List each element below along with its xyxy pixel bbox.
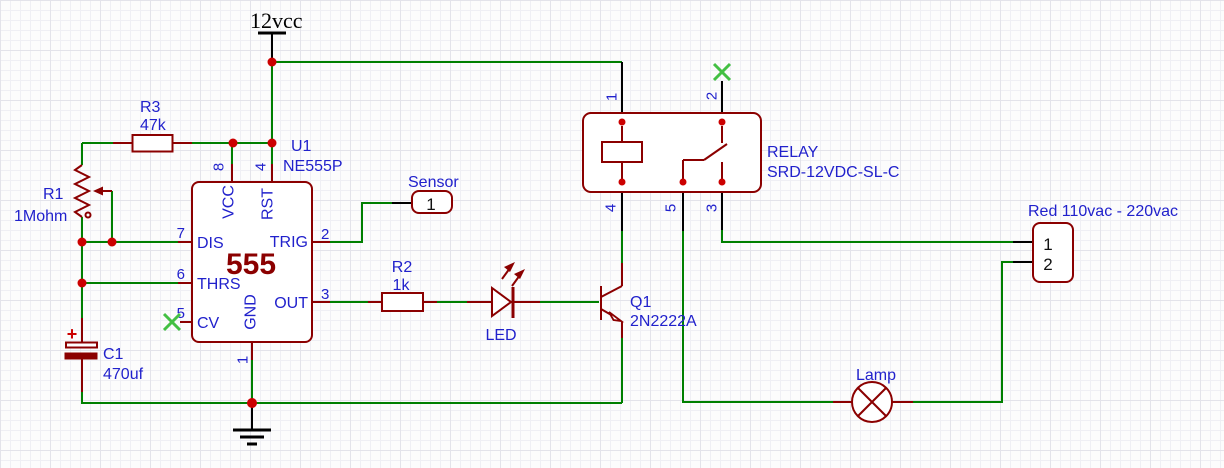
junction-dot (267, 138, 277, 148)
r3-refdes[interactable]: R3 (140, 99, 161, 116)
relay-pin-number-3: 3 (704, 204, 721, 212)
relay-pin-number-5: 5 (663, 204, 680, 212)
u1-die-label: 555 (226, 248, 276, 281)
junction-dot (107, 237, 117, 247)
sensor-pin-number-1: 1 (426, 195, 435, 214)
u1-pin-name-vcc: VCC (221, 185, 238, 219)
resistor-r2[interactable]: R2 1k (368, 259, 437, 312)
junction-dot (247, 398, 257, 408)
relay-pin-number-4: 4 (603, 204, 620, 212)
ground-symbol[interactable] (233, 403, 271, 446)
junction-dot (267, 57, 277, 67)
u1-pin-name-thrs: THRS (197, 276, 241, 293)
wire[interactable] (330, 202, 392, 243)
net-label-12vcc[interactable]: 12vcc (250, 8, 303, 33)
c1-refdes[interactable]: C1 (103, 346, 124, 363)
wire[interactable] (893, 261, 1013, 403)
junction-dot (77, 237, 87, 247)
r2-value[interactable]: 1k (393, 277, 411, 294)
u1-pin-number-1: 1 (235, 356, 252, 364)
r1-refdes[interactable]: R1 (43, 186, 64, 203)
no-connect-x-cv (162, 312, 182, 332)
wire[interactable] (721, 230, 1013, 243)
ac-connector-label[interactable]: Red 110vac - 220vac (1028, 203, 1178, 220)
capacitor-c1[interactable]: + C1 470uf (64, 318, 144, 392)
q1-refdes[interactable]: Q1 (630, 294, 651, 311)
r1-value[interactable]: 1Mohm (14, 208, 67, 225)
relay-pin-number-1: 1 (604, 93, 621, 101)
r3-value[interactable]: 47k (140, 117, 167, 134)
u1-pin-name-dis: DIS (197, 235, 224, 252)
connector-ac-output[interactable]: 1 2 Red 110vac - 220vac (1013, 203, 1178, 283)
u1-pin-name-cv: CV (197, 315, 220, 332)
u1-pin-name-gnd: GND (243, 294, 260, 330)
relay-refdes[interactable]: RELAY (767, 144, 819, 161)
ic-u1-ne555p[interactable]: VCC RST GND DIS TRIG THRS OUT CV 555 8 4… (177, 138, 343, 364)
u1-pin-number-6: 6 (177, 266, 185, 283)
wire[interactable] (682, 231, 833, 403)
u1-pin-number-4: 4 (253, 163, 270, 171)
relay-srd-12vdc[interactable]: 1 2 4 5 3 RELAY SRD-12VDC-SL-C (582, 62, 899, 231)
relay-part-number[interactable]: SRD-12VDC-SL-C (767, 164, 899, 181)
led-diode[interactable]: LED (467, 262, 540, 344)
u1-pin-number-3: 3 (321, 286, 329, 303)
junction-dots (77, 57, 277, 408)
u1-pin-number-8: 8 (211, 163, 228, 171)
connector-sensor[interactable]: 1 Sensor (392, 174, 459, 214)
lamp-symbol[interactable]: Lamp (833, 367, 913, 423)
sensor-label[interactable]: Sensor (408, 174, 459, 191)
resistor-r3[interactable]: R3 47k (113, 99, 192, 153)
c1-polarity-plus: + (67, 324, 78, 344)
u1-pin-number-7: 7 (177, 225, 185, 242)
u1-pin-name-trig: TRIG (270, 234, 308, 251)
u1-refdes[interactable]: U1 (291, 138, 312, 155)
u1-part-number[interactable]: NE555P (283, 158, 343, 175)
potentiometer-r1[interactable]: R1 1Mohm (14, 164, 112, 225)
power-flag-12vcc[interactable]: 12vcc (250, 8, 303, 58)
wire[interactable] (81, 392, 622, 404)
u1-pin-number-2: 2 (321, 226, 329, 243)
u1-pin-name-rst: RST (260, 188, 277, 220)
relay-pin-number-2: 2 (704, 92, 721, 100)
transistor-q1[interactable]: Q1 2N2222A (600, 263, 697, 338)
q1-part-number[interactable]: 2N2222A (630, 313, 697, 330)
led-label[interactable]: LED (485, 327, 516, 344)
lamp-label[interactable]: Lamp (856, 367, 896, 384)
r2-refdes[interactable]: R2 (392, 259, 413, 276)
c1-value[interactable]: 470uf (103, 366, 144, 383)
no-connect-x-relay-pin2 (712, 62, 732, 82)
ac-pin-number-2: 2 (1043, 255, 1052, 274)
u1-pin-number-5: 5 (177, 305, 185, 322)
junction-dot (77, 278, 87, 288)
junction-dot (228, 138, 238, 148)
ac-pin-number-1: 1 (1043, 235, 1052, 254)
u1-pin-name-out: OUT (274, 295, 308, 312)
